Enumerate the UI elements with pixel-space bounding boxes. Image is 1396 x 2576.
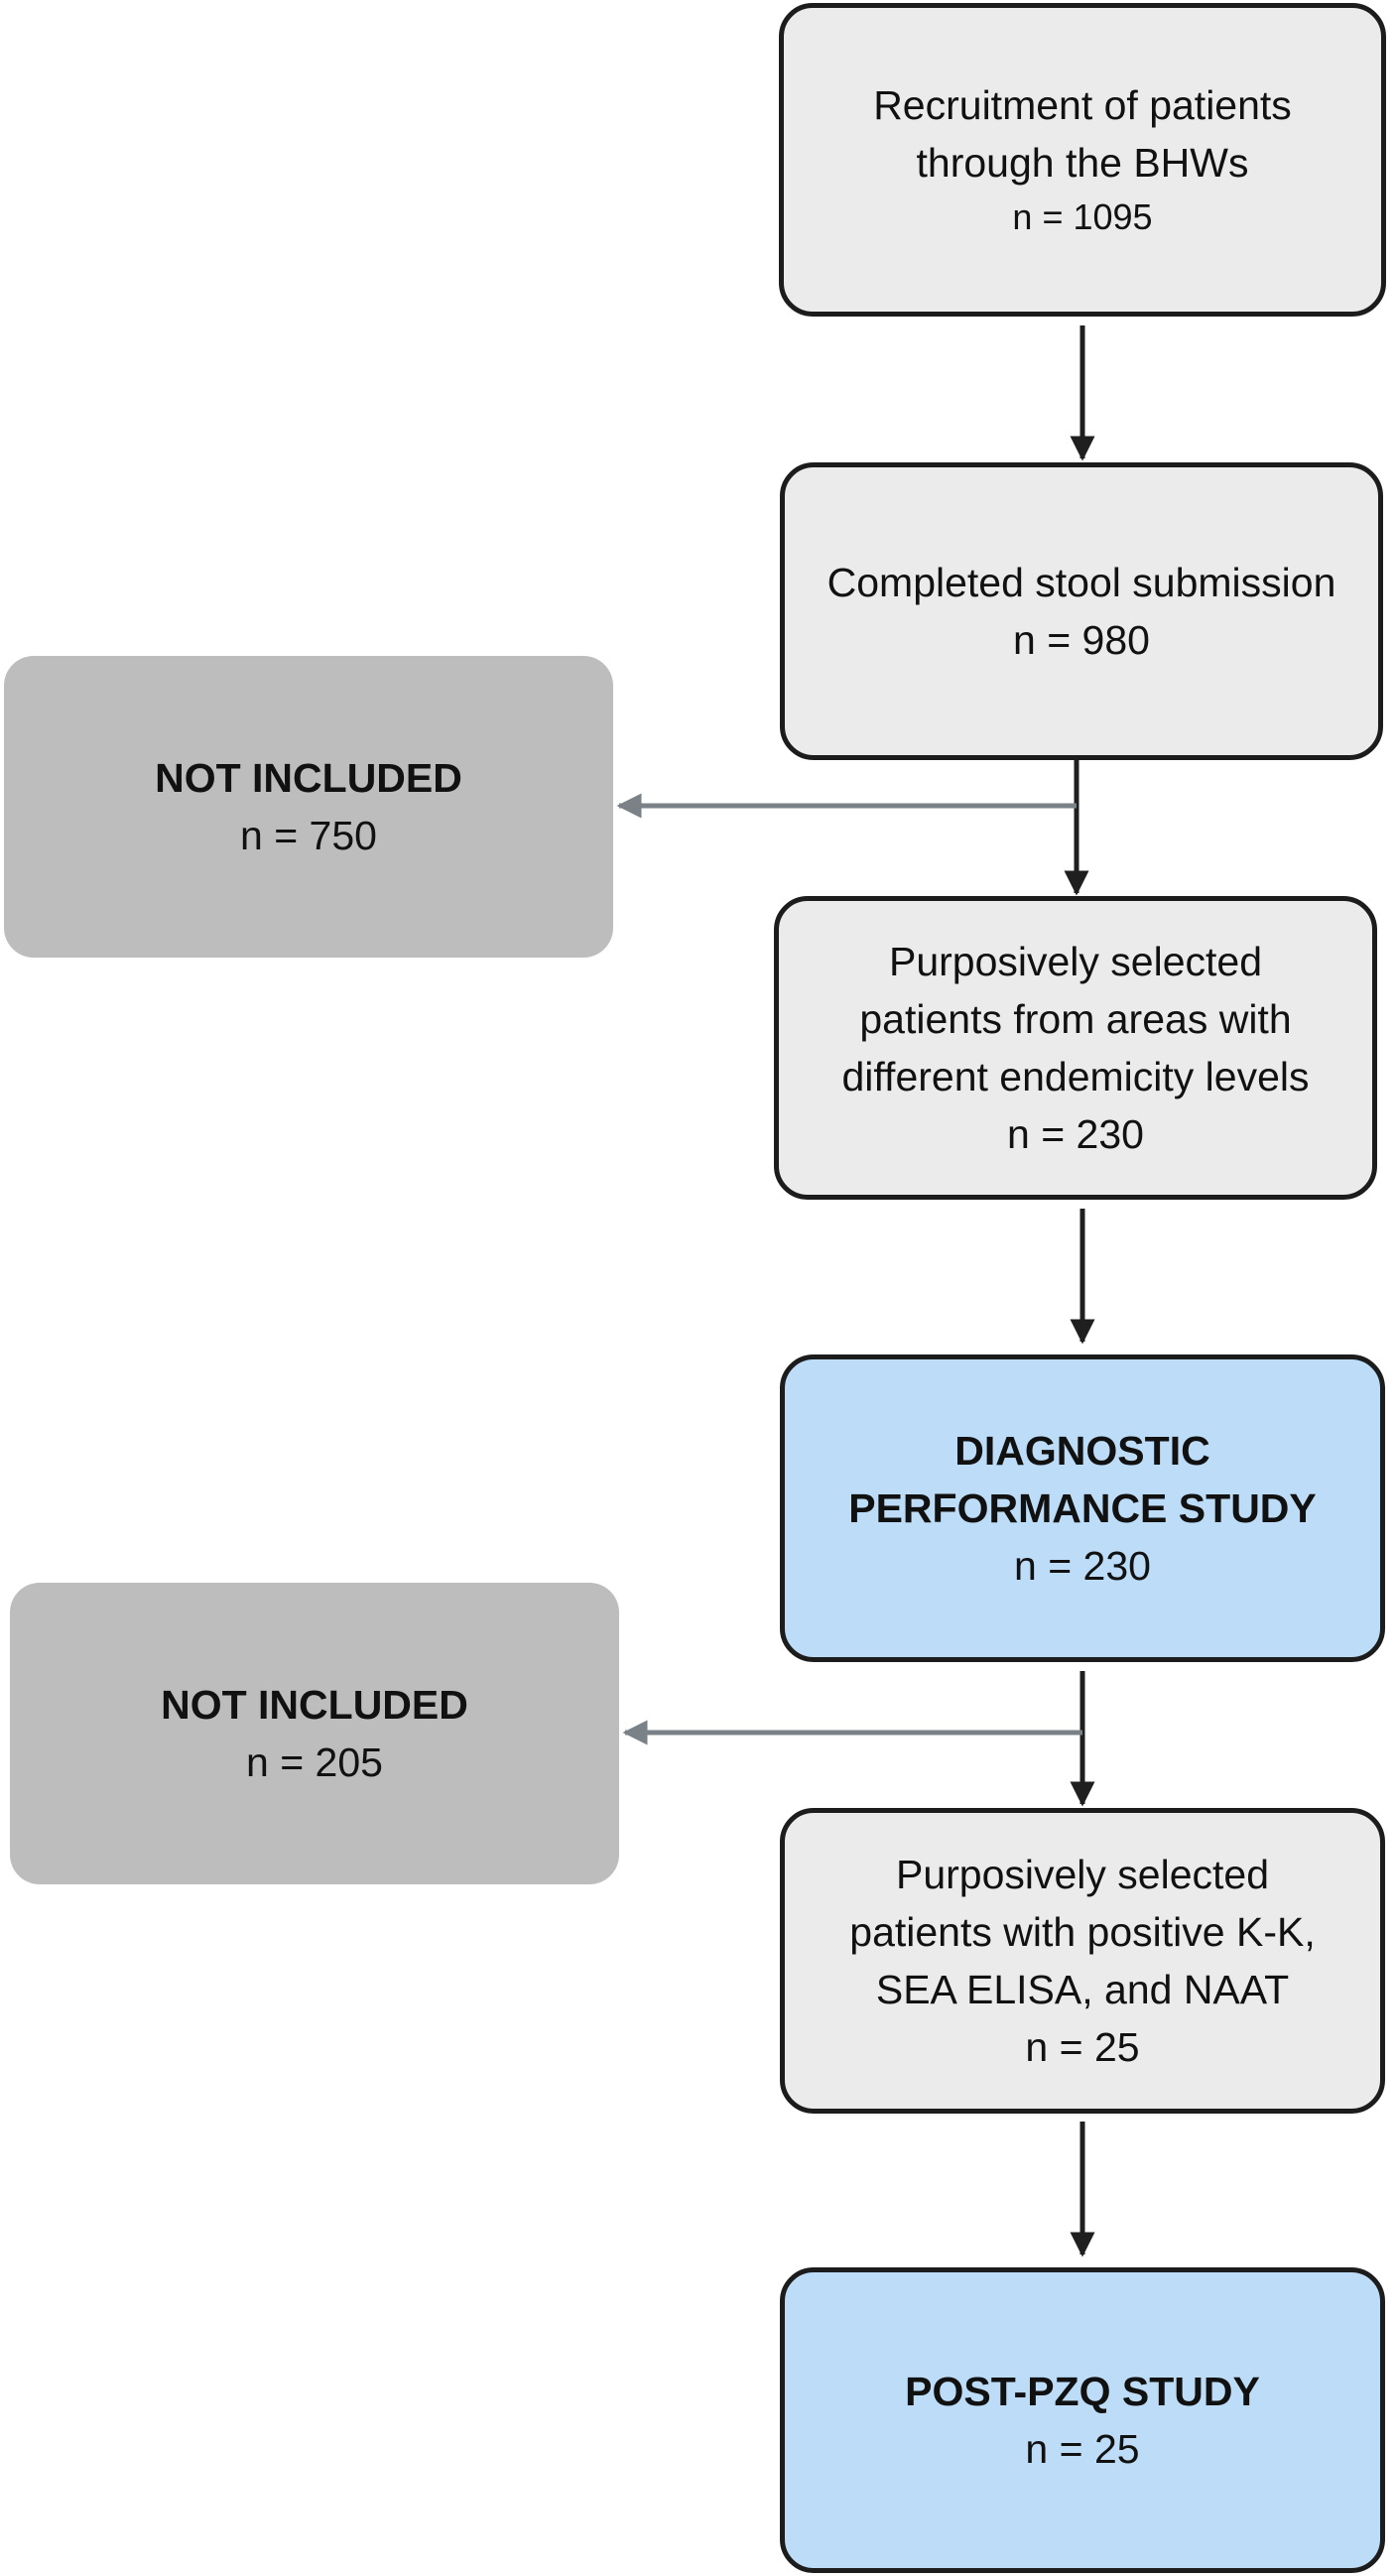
diagnostic-count: n = 230 xyxy=(1014,1543,1151,1589)
postpzq-count: n = 25 xyxy=(1025,2426,1140,2472)
post-pzq-study-box: POST-PZQ STUDY n = 25 xyxy=(780,2267,1385,2573)
stool-submission-box: Completed stool submission n = 980 xyxy=(780,462,1383,760)
selected1-line-2: patients from areas with xyxy=(859,996,1292,1042)
not-included-205-label: NOT INCLUDED xyxy=(161,1682,468,1728)
stool-count: n = 980 xyxy=(1013,617,1150,663)
not-included-750-label: NOT INCLUDED xyxy=(155,755,462,801)
postpzq-line-1: POST-PZQ STUDY xyxy=(905,2369,1260,2414)
selected2-line-1: Purposively selected xyxy=(895,1852,1270,1897)
diagnostic-study-box: DIAGNOSTIC PERFORMANCE STUDY n = 230 xyxy=(780,1354,1385,1662)
selected1-line-3: different endemicity levels xyxy=(841,1054,1310,1099)
not-included-750-count: n = 750 xyxy=(240,813,377,858)
diagnostic-line-2: PERFORMANCE STUDY xyxy=(848,1485,1317,1531)
stool-line-1: Completed stool submission xyxy=(826,560,1336,605)
recruitment-count: n = 1095 xyxy=(1012,196,1153,237)
selected-positive-box: Purposively selected patients with posit… xyxy=(780,1808,1385,2114)
recruitment-line-2: through the BHWs xyxy=(916,140,1249,186)
not-included-205-box: NOT INCLUDED n = 205 xyxy=(10,1583,619,1884)
recruitment-line-1: Recruitment of patients xyxy=(873,82,1292,128)
selected2-line-2: patients with positive K-K, xyxy=(849,1909,1316,1955)
not-included-205-count: n = 205 xyxy=(246,1739,383,1785)
selected2-line-3: SEA ELISA, and NAAT xyxy=(875,1967,1290,2012)
selected1-count: n = 230 xyxy=(1007,1111,1144,1157)
selected2-count: n = 25 xyxy=(1025,2024,1140,2070)
selected1-line-1: Purposively selected xyxy=(888,939,1263,984)
not-included-750-box: NOT INCLUDED n = 750 xyxy=(4,656,613,958)
recruitment-box: Recruitment of patients through the BHWs… xyxy=(779,3,1386,317)
diagnostic-line-1: DIAGNOSTIC xyxy=(954,1428,1210,1474)
selected-patients-box: Purposively selected patients from areas… xyxy=(774,896,1377,1200)
